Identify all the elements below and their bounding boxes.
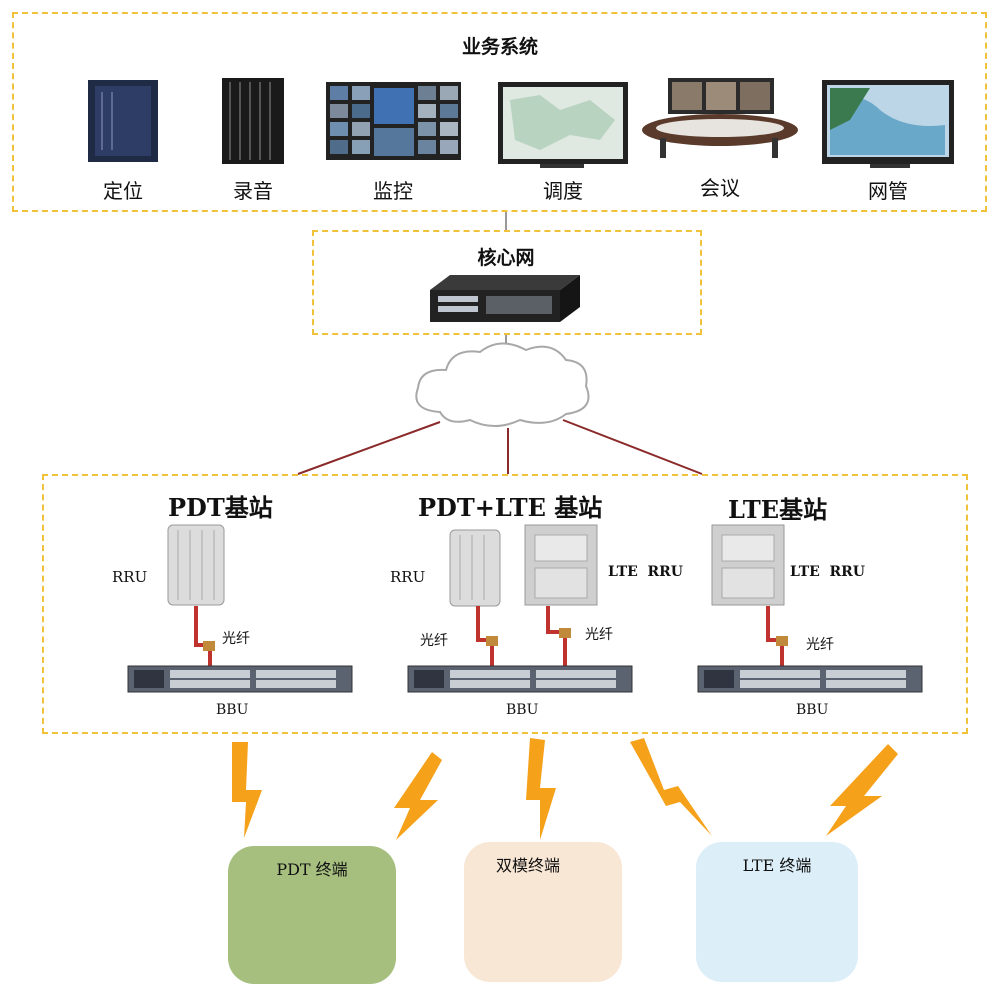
- business-system-title: 业务系统: [461, 36, 538, 58]
- business-item-conference: 会议: [700, 176, 740, 200]
- dual-terminal-panel: 双模终端: [464, 842, 622, 982]
- dual-rru-label: RRU: [390, 568, 426, 586]
- link-pdt: [297, 421, 441, 475]
- pdt-terminal-panel: PDT 终端: [228, 846, 396, 984]
- dual-lte-rru-icon: [524, 524, 598, 606]
- monitoring-videowall-icon: [326, 82, 461, 160]
- lightning-2: [394, 752, 442, 840]
- lightning-4: [630, 738, 712, 836]
- business-item-recording: 录音: [233, 179, 273, 203]
- business-item-network-management: 网管: [868, 179, 908, 203]
- core-network-title: 核心网: [477, 247, 535, 269]
- dual-terminal-title: 双模终端: [496, 856, 561, 875]
- dual-rru-icon: [449, 529, 501, 607]
- dispatch-monitor-icon: [498, 82, 628, 168]
- lte-rru-label: LTE RRU: [790, 564, 866, 580]
- lte-fiber-label: 光纤: [806, 637, 834, 653]
- wireless-lightning-icons: [232, 738, 898, 840]
- lte-bbu-label: BBU: [796, 702, 829, 718]
- dual-bbu-icon: [407, 665, 633, 693]
- lte-bbu-icon: [697, 665, 923, 693]
- pdt-rru-label: RRU: [112, 568, 148, 586]
- lte-terminal-panel: LTE 终端: [696, 842, 858, 982]
- cloud-icon: [415, 342, 590, 427]
- recording-rack-icon: [222, 78, 284, 164]
- dual-lte-rru-label: LTE RRU: [608, 564, 684, 580]
- lightning-1: [232, 742, 262, 838]
- pdt-station-title: PDT基站: [168, 493, 273, 522]
- pdt-bbu-label: BBU: [216, 702, 249, 718]
- business-item-monitoring: 监控: [373, 179, 413, 203]
- core-network-server-icon: [430, 275, 580, 322]
- business-item-positioning: 定位: [103, 179, 143, 203]
- pdt-terminal-title: PDT 终端: [276, 860, 348, 879]
- lte-station-title: LTE基站: [728, 495, 828, 524]
- dual-fiber-label-2: 光纤: [585, 627, 613, 643]
- dual-fiber-1: [476, 606, 494, 668]
- dual-bbu-label: BBU: [506, 702, 539, 718]
- base-station-group: [42, 474, 968, 734]
- positioning-server-icon: [88, 80, 158, 162]
- lte-rru-icon: [711, 524, 785, 606]
- lte-terminal-title: LTE 终端: [742, 856, 812, 875]
- pdt-fiber-label: 光纤: [222, 631, 250, 647]
- link-lte: [562, 419, 703, 475]
- network-management-monitor-icon: [822, 80, 954, 168]
- pdt-rru-icon: [167, 524, 225, 606]
- core-network-group: [312, 230, 702, 335]
- conference-room-icon: [642, 78, 798, 158]
- business-item-dispatch: 调度: [543, 179, 583, 203]
- pdt-bbu-icon: [127, 665, 353, 693]
- lightning-3: [526, 738, 556, 840]
- dual-fiber-label-1: 光纤: [420, 633, 448, 649]
- dual-station-title: PDT+LTE 基站: [418, 493, 603, 522]
- business-system-group: [12, 12, 987, 212]
- lightning-5: [826, 744, 898, 836]
- lte-fiber: [766, 606, 784, 668]
- dual-fiber-2: [546, 606, 567, 668]
